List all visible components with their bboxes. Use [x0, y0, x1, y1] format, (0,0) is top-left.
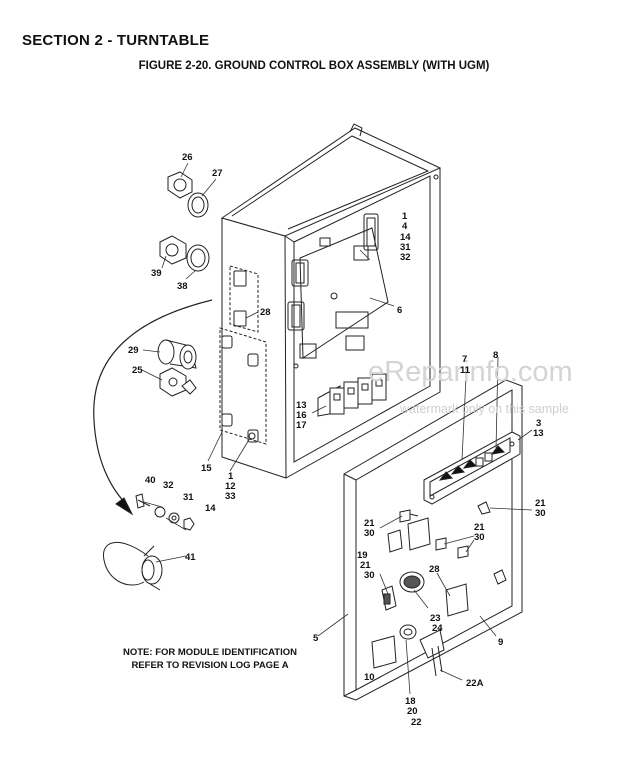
callout-31-upper: 31 — [400, 242, 411, 253]
callout-1-upper: 1 — [402, 211, 408, 222]
callout-39: 39 — [151, 268, 162, 279]
callout-32-upper: 32 — [400, 252, 411, 263]
callout-30-mid: 30 — [474, 532, 485, 543]
callout-1-lower: 1 — [228, 471, 234, 482]
callout-22a: 22A — [466, 678, 484, 689]
callout-23: 23 — [430, 613, 441, 624]
callout-19: 19 — [357, 550, 368, 561]
callout-40: 40 — [145, 475, 156, 486]
callout-11: 11 — [460, 365, 471, 376]
loose-hardware — [103, 171, 210, 591]
callout-41: 41 — [185, 552, 196, 563]
callout-25: 25 — [132, 365, 143, 376]
callout-21-left: 21 — [364, 518, 375, 529]
callout-30-left: 30 — [364, 528, 375, 539]
callout-21-mid: 21 — [474, 522, 485, 533]
callout-13-panel: 13 — [533, 428, 544, 439]
watermark-brand: eReparinfo.com — [368, 356, 573, 388]
callout-38: 38 — [177, 281, 188, 292]
callout-17: 17 — [296, 420, 307, 431]
control-panel-door — [343, 379, 523, 701]
callout-26: 26 — [182, 152, 193, 163]
callout-9: 9 — [498, 637, 503, 648]
figure-title: FIGURE 2-20. GROUND CONTROL BOX ASSEMBLY… — [138, 60, 490, 72]
callout-6: 6 — [397, 305, 402, 316]
callout-3: 3 — [536, 418, 541, 429]
callout-10: 10 — [364, 672, 375, 683]
callout-4: 4 — [402, 221, 408, 232]
callout-32-lower: 32 — [163, 480, 174, 491]
callout-21-estop: 21 — [360, 560, 371, 571]
callout-15: 15 — [201, 463, 212, 474]
callout-12: 12 — [225, 481, 236, 492]
callout-30-estop: 30 — [364, 570, 375, 581]
callout-labels: 26 27 39 38 28 29 25 15 1 12 33 40 32 31… — [128, 152, 546, 728]
callout-28-panel: 28 — [429, 564, 440, 575]
callout-16: 16 — [296, 410, 307, 421]
callout-20: 20 — [407, 706, 418, 717]
note-line-2: REFER TO REVISION LOG PAGE A — [131, 660, 289, 671]
module-note: NOTE: FOR MODULE IDENTIFICATION REFER TO… — [110, 646, 310, 672]
callout-5: 5 — [313, 633, 319, 644]
callout-33: 33 — [225, 491, 236, 502]
callout-29: 29 — [128, 345, 139, 356]
callout-8: 8 — [493, 350, 498, 361]
callout-21-right: 21 — [535, 498, 546, 509]
callout-14-upper: 14 — [400, 232, 411, 243]
section-title: SECTION 2 - TURNTABLE — [22, 32, 210, 49]
callout-18: 18 — [405, 696, 416, 707]
callout-13-relay: 13 — [296, 400, 307, 411]
callout-7: 7 — [462, 354, 467, 365]
callout-28: 28 — [260, 307, 271, 318]
callout-14-lower: 14 — [205, 503, 216, 514]
enclosure-box — [219, 123, 442, 479]
callout-27: 27 — [212, 168, 223, 179]
watermark-notice: watermark only on this sample — [399, 402, 569, 416]
note-line-1: NOTE: FOR MODULE IDENTIFICATION — [123, 647, 297, 658]
callout-31-lower: 31 — [183, 492, 194, 503]
callout-22: 22 — [411, 717, 422, 728]
callout-24: 24 — [432, 623, 443, 634]
callout-30-right: 30 — [535, 508, 546, 519]
